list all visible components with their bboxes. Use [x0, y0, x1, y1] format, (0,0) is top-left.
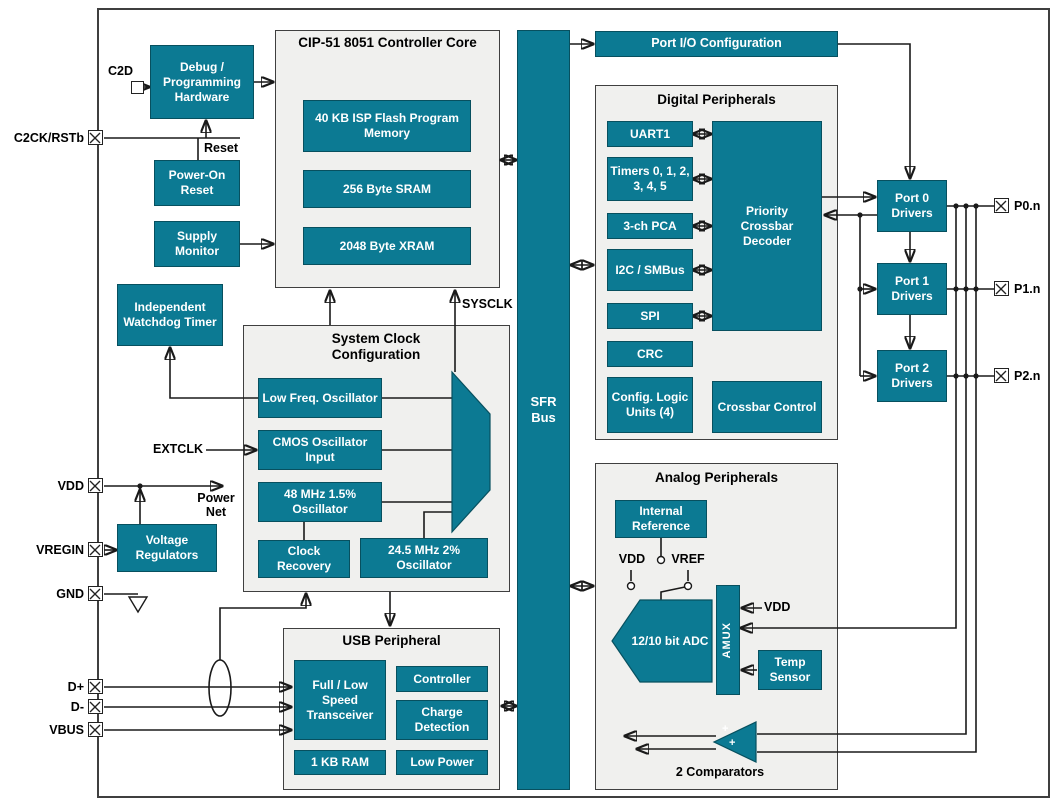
pin-vdd [88, 478, 103, 493]
block-priority-crossbar-decoder: Priority Crossbar Decoder [712, 121, 822, 331]
usb-title: USB Peripheral [342, 633, 441, 648]
vregin-pin-label: VREGIN [36, 543, 84, 557]
digital-peripherals-title: Digital Peripherals [657, 92, 776, 107]
block-usb-controller: Controller [396, 666, 488, 692]
comparator-plus-sign: + [729, 737, 736, 749]
block-temp-sensor: Temp Sensor [758, 650, 822, 690]
block-flash-memory: 40 KB ISP Flash Program Memory [303, 100, 471, 152]
pin-dplus [88, 679, 103, 694]
sysclk-label: SYSCLK [462, 297, 513, 311]
vref-label: VREF [671, 552, 705, 566]
block-charge-detection: Charge Detection [396, 700, 488, 740]
block-clock-recovery: Clock Recovery [258, 540, 350, 578]
sfr-bus-label-line1: SFR [530, 393, 557, 409]
block-supply-monitor: Supply Monitor [154, 221, 240, 267]
block-uart1: UART1 [607, 121, 693, 147]
block-sram: 256 Byte SRAM [303, 170, 471, 208]
pin-p0n [994, 198, 1009, 213]
block-port-io-configuration: Port I/O Configuration [595, 31, 838, 57]
block-245mhz-oscillator: 24.5 MHz 2% Oscillator [360, 538, 488, 578]
block-usb-transceiver: Full / Low Speed Transceiver [294, 660, 386, 740]
block-48mhz-oscillator: 48 MHz 1.5% Oscillator [258, 482, 382, 522]
pin-p1n [994, 281, 1009, 296]
block-spi: SPI [607, 303, 693, 329]
block-debug-hardware: Debug / Programming Hardware [150, 45, 254, 119]
block-i2c-smbus: I2C / SMBus [607, 249, 693, 291]
block-amux: AMUX [716, 585, 740, 695]
amux-label: AMUX [721, 621, 734, 659]
block-power-on-reset: Power-On Reset [154, 160, 240, 206]
dplus-pin-label: D+ [67, 680, 84, 694]
p0n-pin-label: P0.n [1014, 199, 1041, 213]
comparators-label: 2 Comparators [675, 765, 765, 779]
sfr-bus: SFR Bus [517, 30, 570, 790]
cip51-title: CIP-51 8051 Controller Core [298, 35, 477, 50]
block-port1-drivers: Port 1 Drivers [877, 263, 947, 315]
pin-c2ck-rstb [88, 130, 103, 145]
block-crc: CRC [607, 341, 693, 367]
c2ck-rstb-label: C2CK/RSTb [13, 131, 84, 145]
vdd-amux-label: VDD [764, 600, 791, 614]
system-clock-title: System Clock Configuration [331, 331, 421, 363]
pin-vregin [88, 542, 103, 557]
block-low-power: Low Power [396, 750, 488, 775]
comparator-plus-sign: + [722, 723, 729, 735]
analog-peripherals-title: Analog Peripherals [654, 470, 779, 485]
block-xram: 2048 Byte XRAM [303, 227, 471, 265]
block-port2-drivers: Port 2 Drivers [877, 350, 947, 402]
block-internal-reference: Internal Reference [615, 500, 707, 538]
pin-dminus [88, 699, 103, 714]
block-config-logic-units: Config. Logic Units (4) [607, 377, 693, 433]
block-low-freq-oscillator: Low Freq. Oscillator [258, 378, 382, 418]
gnd-pin-label: GND [56, 587, 84, 601]
vdd-ref-label: VDD [618, 552, 646, 566]
block-usb-ram: 1 KB RAM [294, 750, 386, 775]
p1n-pin-label: P1.n [1014, 282, 1041, 296]
vbus-pin-label: VBUS [49, 723, 84, 737]
pin-vbus [88, 722, 103, 737]
dminus-pin-label: D- [70, 700, 84, 714]
block-timers: Timers 0, 1, 2, 3, 4, 5 [607, 157, 693, 201]
block-port0-drivers: Port 0 Drivers [877, 180, 947, 232]
sfr-bus-label-line2: Bus [531, 410, 556, 425]
pin-gnd [88, 586, 103, 601]
c2d-label: C2D [108, 64, 134, 78]
extclk-label: EXTCLK [153, 442, 203, 456]
block-watchdog-timer: Independent Watchdog Timer [117, 284, 223, 346]
adc-label: 12/10 bit ADC [631, 633, 709, 648]
pin-p2n [994, 368, 1009, 383]
block-crossbar-control: Crossbar Control [712, 381, 822, 433]
power-net-label: Power Net [197, 491, 235, 520]
block-pca: 3-ch PCA [607, 213, 693, 239]
block-voltage-regulators: Voltage Regulators [117, 524, 217, 572]
block-cmos-oscillator-input: CMOS Oscillator Input [258, 430, 382, 470]
chip-boundary [97, 8, 1050, 798]
vdd-pin-label: VDD [57, 479, 84, 493]
c2d-port-square [131, 81, 144, 94]
reset-label: Reset [204, 141, 239, 155]
p2n-pin-label: P2.n [1014, 369, 1041, 383]
